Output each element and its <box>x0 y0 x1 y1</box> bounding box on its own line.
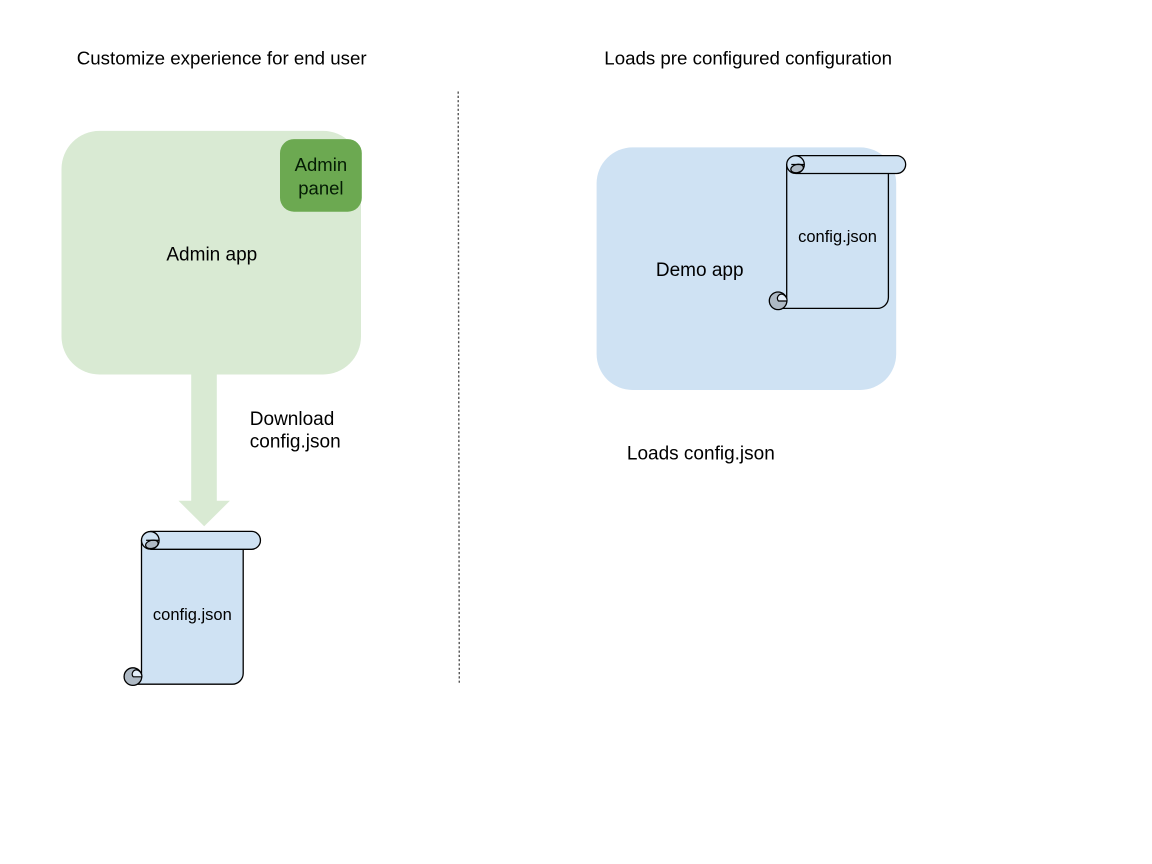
svg-text:Demo app: Demo app <box>656 260 744 281</box>
svg-text:Customize experience for end u: Customize experience for end user <box>77 48 367 69</box>
svg-text:Loads config.json: Loads config.json <box>627 443 775 464</box>
svg-text:panel: panel <box>298 177 343 198</box>
svg-text:config.json: config.json <box>798 228 877 246</box>
svg-text:Download: Download <box>250 409 334 430</box>
svg-text:Loads pre configured configura: Loads pre configured configuration <box>604 48 892 69</box>
svg-text:Admin app: Admin app <box>166 245 257 266</box>
svg-text:config.json: config.json <box>250 432 341 453</box>
svg-text:config.json: config.json <box>153 606 232 624</box>
svg-text:Admin: Admin <box>295 154 347 175</box>
